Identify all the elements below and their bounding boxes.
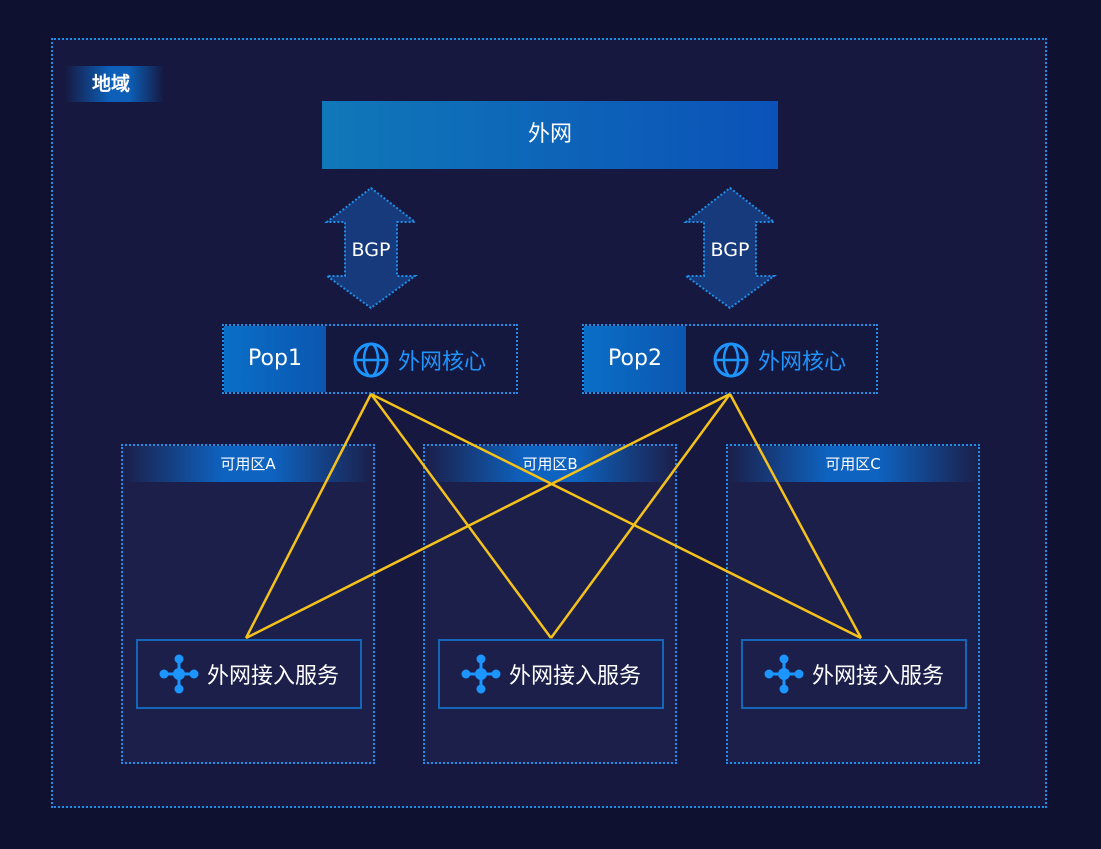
globe-icon: [713, 342, 749, 378]
network-node-icon: [461, 654, 501, 694]
network-node-icon: [159, 654, 199, 694]
zone-b-service: 外网接入服务: [438, 639, 664, 709]
pop-1-name: Pop1: [224, 326, 326, 392]
bgp-arrow-2: BGP: [682, 186, 778, 310]
globe-icon: [353, 342, 389, 378]
region-label: 地域: [64, 66, 164, 102]
bgp-arrow-1: BGP: [323, 186, 419, 310]
pop-2: Pop2 外网核心: [582, 324, 878, 394]
link-pop1-zoneB: [369, 393, 553, 639]
link-pop1-zoneC: [370, 392, 862, 640]
zone-c-service: 外网接入服务: [741, 639, 967, 709]
zone-a: 可用区A 外网接入服务: [121, 444, 375, 764]
pop-2-name: Pop2: [584, 326, 686, 392]
pop-1-core-label: 外网核心: [398, 350, 487, 375]
zone-a-service: 外网接入服务: [136, 639, 362, 709]
bgp-label-1: BGP: [352, 239, 391, 261]
link-pop2-zoneA: [245, 392, 731, 640]
bgp-label-2: BGP: [711, 239, 750, 261]
network-node-icon: [764, 654, 804, 694]
pop-1: Pop1 外网核心: [222, 324, 518, 394]
zone-c: 可用区C 外网接入服务: [726, 444, 980, 764]
zone-a-service-label: 外网接入服务: [206, 664, 339, 689]
zone-b-service-label: 外网接入服务: [508, 664, 641, 689]
link-pop2-zoneC: [728, 393, 863, 639]
pop-1-core: 外网核心: [352, 342, 486, 378]
pop-2-core: 外网核心: [712, 342, 846, 378]
zone-a-label: 可用区A: [123, 446, 373, 482]
zone-b: 可用区B 外网接入服务: [423, 444, 677, 764]
pop-2-core-label: 外网核心: [758, 350, 847, 375]
link-pop1-zoneA: [244, 393, 373, 639]
zone-b-label: 可用区B: [425, 446, 675, 482]
zone-c-label: 可用区C: [728, 446, 978, 482]
link-pop2-zoneB: [549, 393, 732, 639]
internet-block: 外网: [322, 101, 778, 169]
zone-c-service-label: 外网接入服务: [811, 664, 944, 689]
